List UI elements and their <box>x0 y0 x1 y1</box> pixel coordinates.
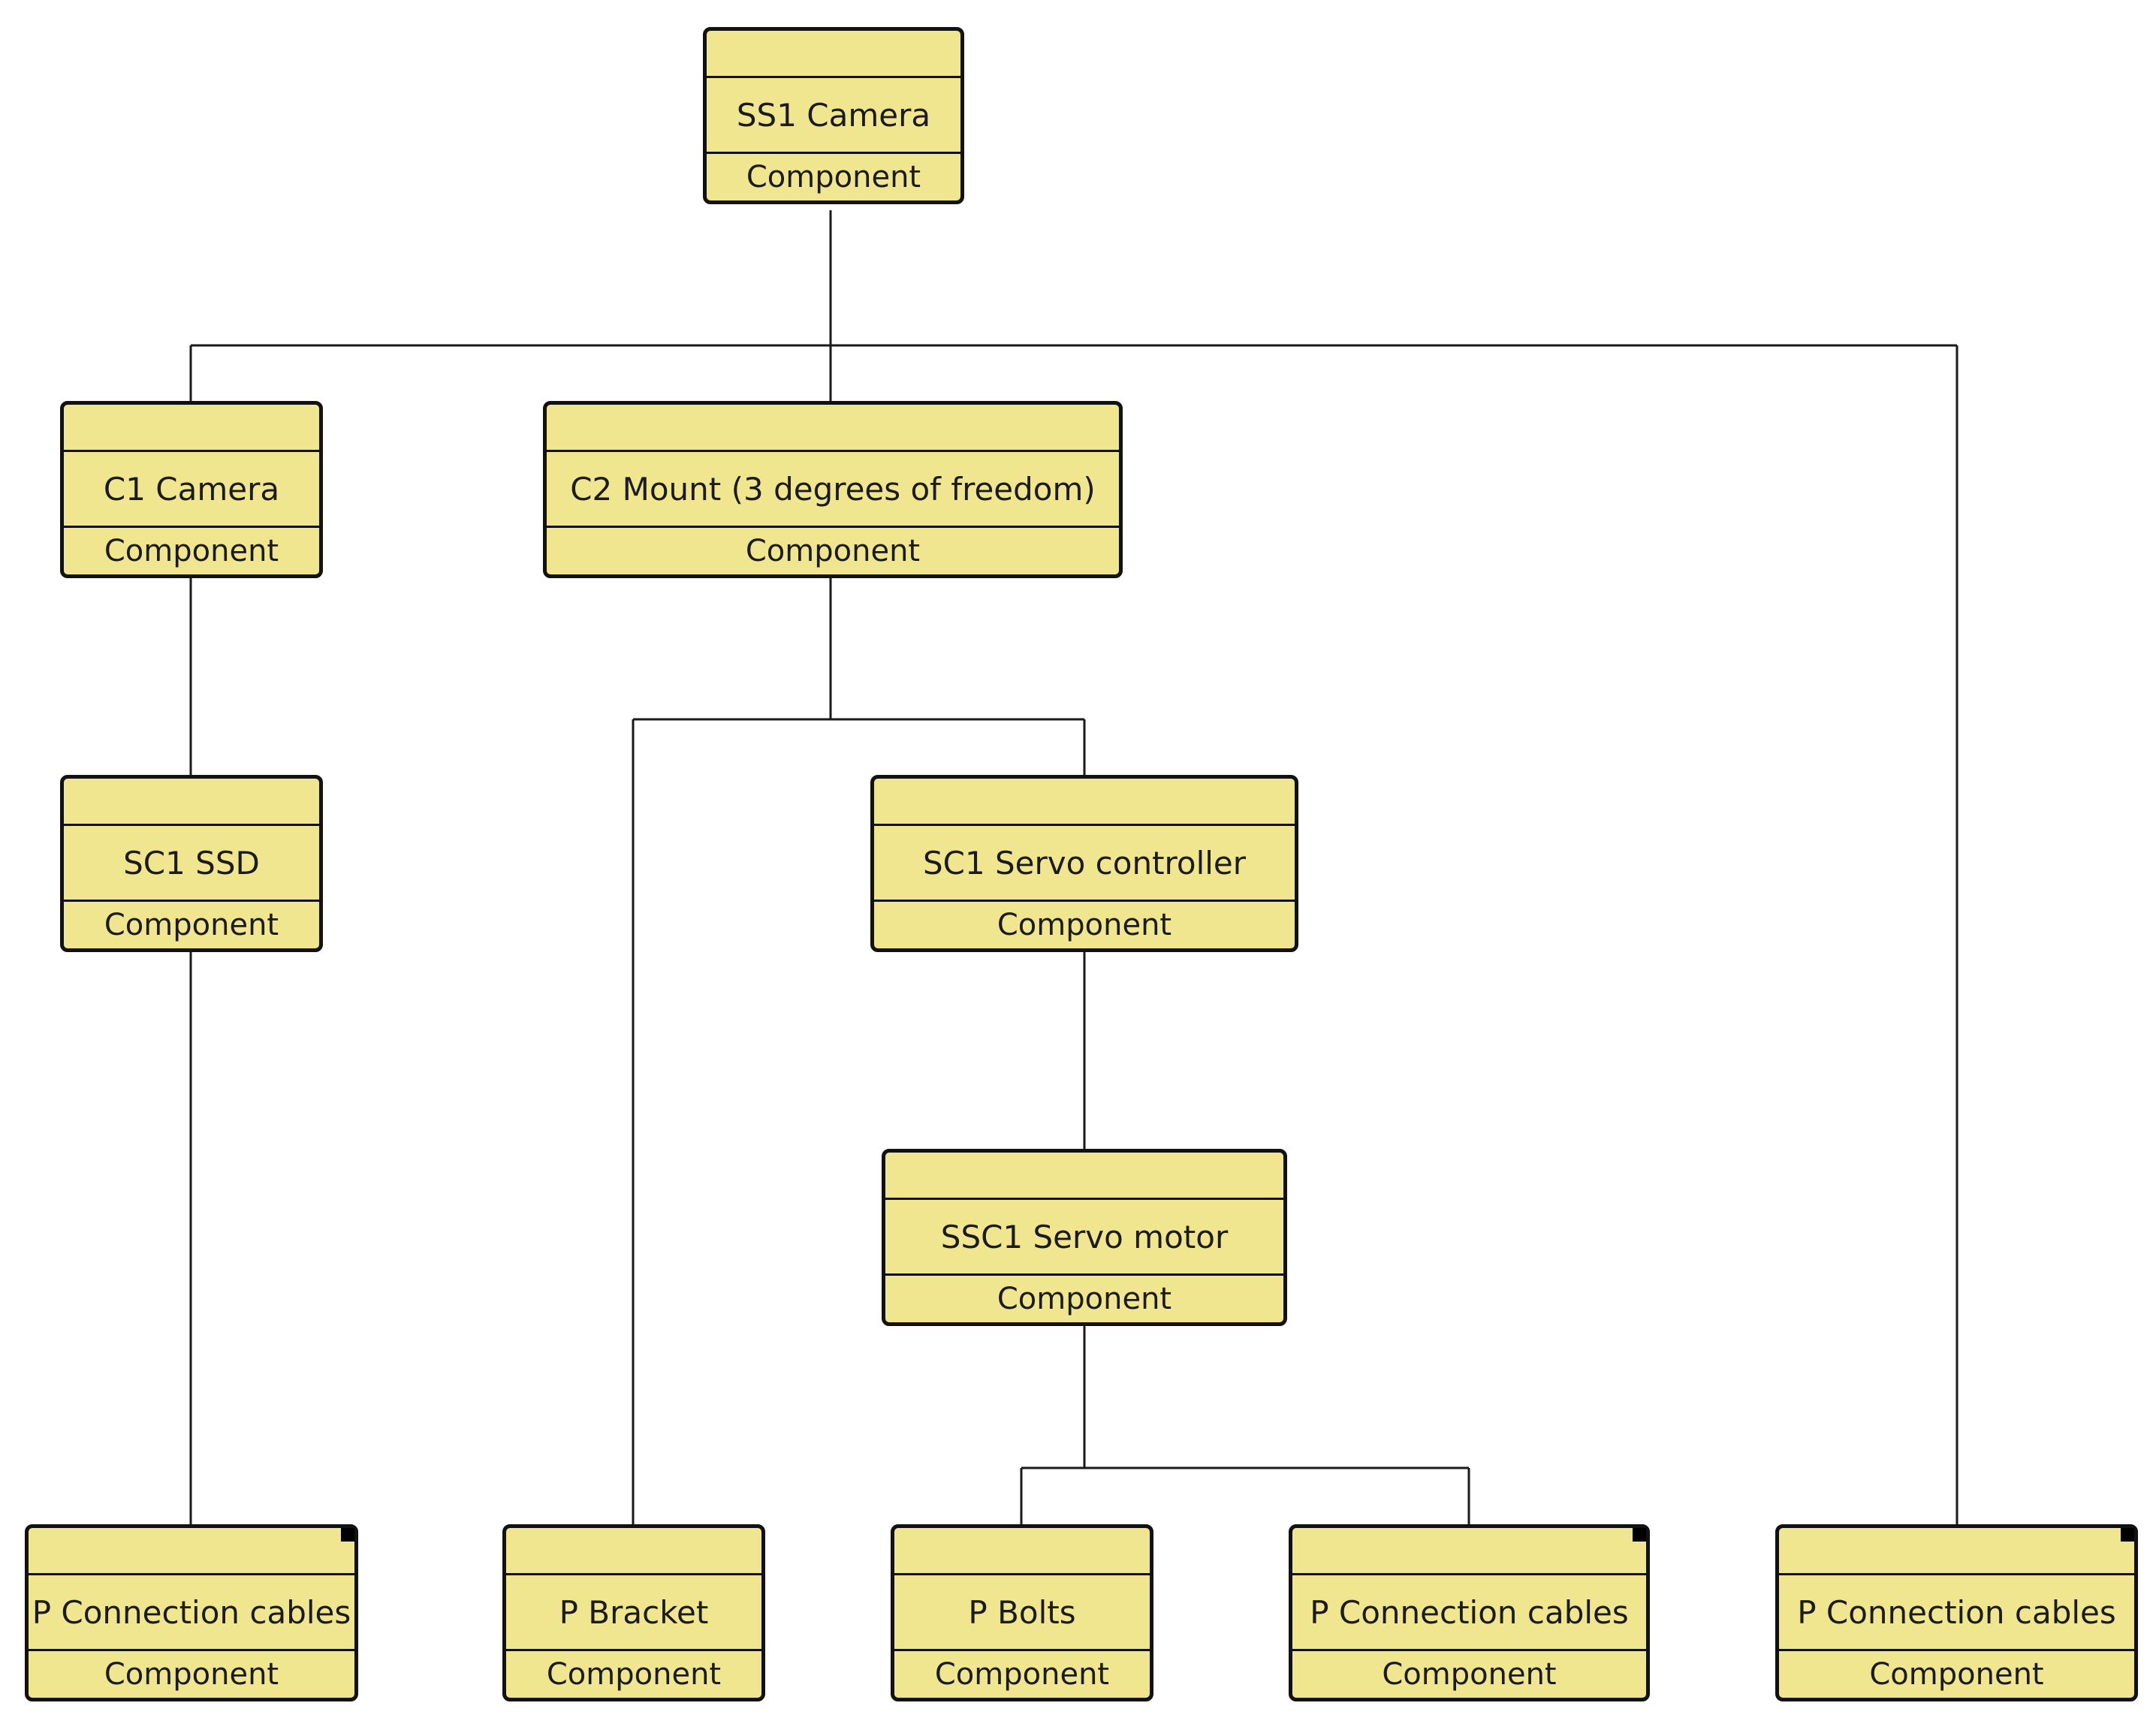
node-type: Component <box>104 908 279 942</box>
node-p-bracket[interactable]: P Bracket Component <box>502 1524 765 1701</box>
node-type: Component <box>1382 1657 1557 1692</box>
node-name: P Connection cables <box>1779 1575 2134 1651</box>
node-sc1-ssd[interactable]: SC1 SSD Component <box>60 775 323 952</box>
node-name: P Bracket <box>506 1575 761 1651</box>
node-name: C1 Camera <box>64 452 319 528</box>
node-c1-camera[interactable]: C1 Camera Component <box>60 401 323 578</box>
node-type: Component <box>1869 1657 2044 1692</box>
node-header-band <box>1779 1528 2134 1575</box>
node-header-band <box>29 1528 354 1575</box>
node-ssc1-servo-motor[interactable]: SSC1 Servo motor Component <box>882 1149 1287 1326</box>
node-header-band <box>547 405 1119 452</box>
node-type: Component <box>746 160 921 194</box>
node-header-band <box>506 1528 761 1575</box>
node-sc1-servo-controller[interactable]: SC1 Servo controller Component <box>870 775 1298 952</box>
node-name: P Bolts <box>894 1575 1150 1651</box>
node-p-connection-cables-2[interactable]: P Connection cables Component <box>1289 1524 1650 1701</box>
node-p-connection-cables-3[interactable]: P Connection cables Component <box>1775 1524 2138 1701</box>
node-name: P Connection cables <box>1292 1575 1646 1651</box>
node-name: SSC1 Servo motor <box>885 1200 1283 1276</box>
node-name: P Connection cables <box>29 1575 354 1651</box>
node-p-connection-cables-1[interactable]: P Connection cables Component <box>25 1524 358 1701</box>
node-header-band <box>885 1153 1283 1200</box>
node-name: SC1 Servo controller <box>874 826 1295 902</box>
node-type: Component <box>546 1657 722 1692</box>
part-marker-icon <box>1633 1528 1646 1542</box>
node-ss1-camera[interactable]: SS1 Camera Component <box>703 27 964 204</box>
node-type: Component <box>104 534 279 568</box>
part-marker-icon <box>2121 1528 2134 1542</box>
node-type: Component <box>997 908 1172 942</box>
node-header-band <box>874 779 1295 826</box>
node-header-band <box>1292 1528 1646 1575</box>
node-name: SC1 SSD <box>64 826 319 902</box>
node-c2-mount[interactable]: C2 Mount (3 degrees of freedom) Componen… <box>543 401 1123 578</box>
part-marker-icon <box>341 1528 354 1542</box>
node-type: Component <box>104 1657 279 1692</box>
node-header-band <box>707 31 960 78</box>
node-header-band <box>64 779 319 826</box>
node-type: Component <box>934 1657 1110 1692</box>
node-p-bolts[interactable]: P Bolts Component <box>891 1524 1153 1701</box>
node-type: Component <box>997 1282 1172 1316</box>
node-header-band <box>894 1528 1150 1575</box>
node-name: C2 Mount (3 degrees of freedom) <box>547 452 1119 528</box>
node-name: SS1 Camera <box>707 78 960 154</box>
node-header-band <box>64 405 319 452</box>
node-type: Component <box>745 534 921 568</box>
